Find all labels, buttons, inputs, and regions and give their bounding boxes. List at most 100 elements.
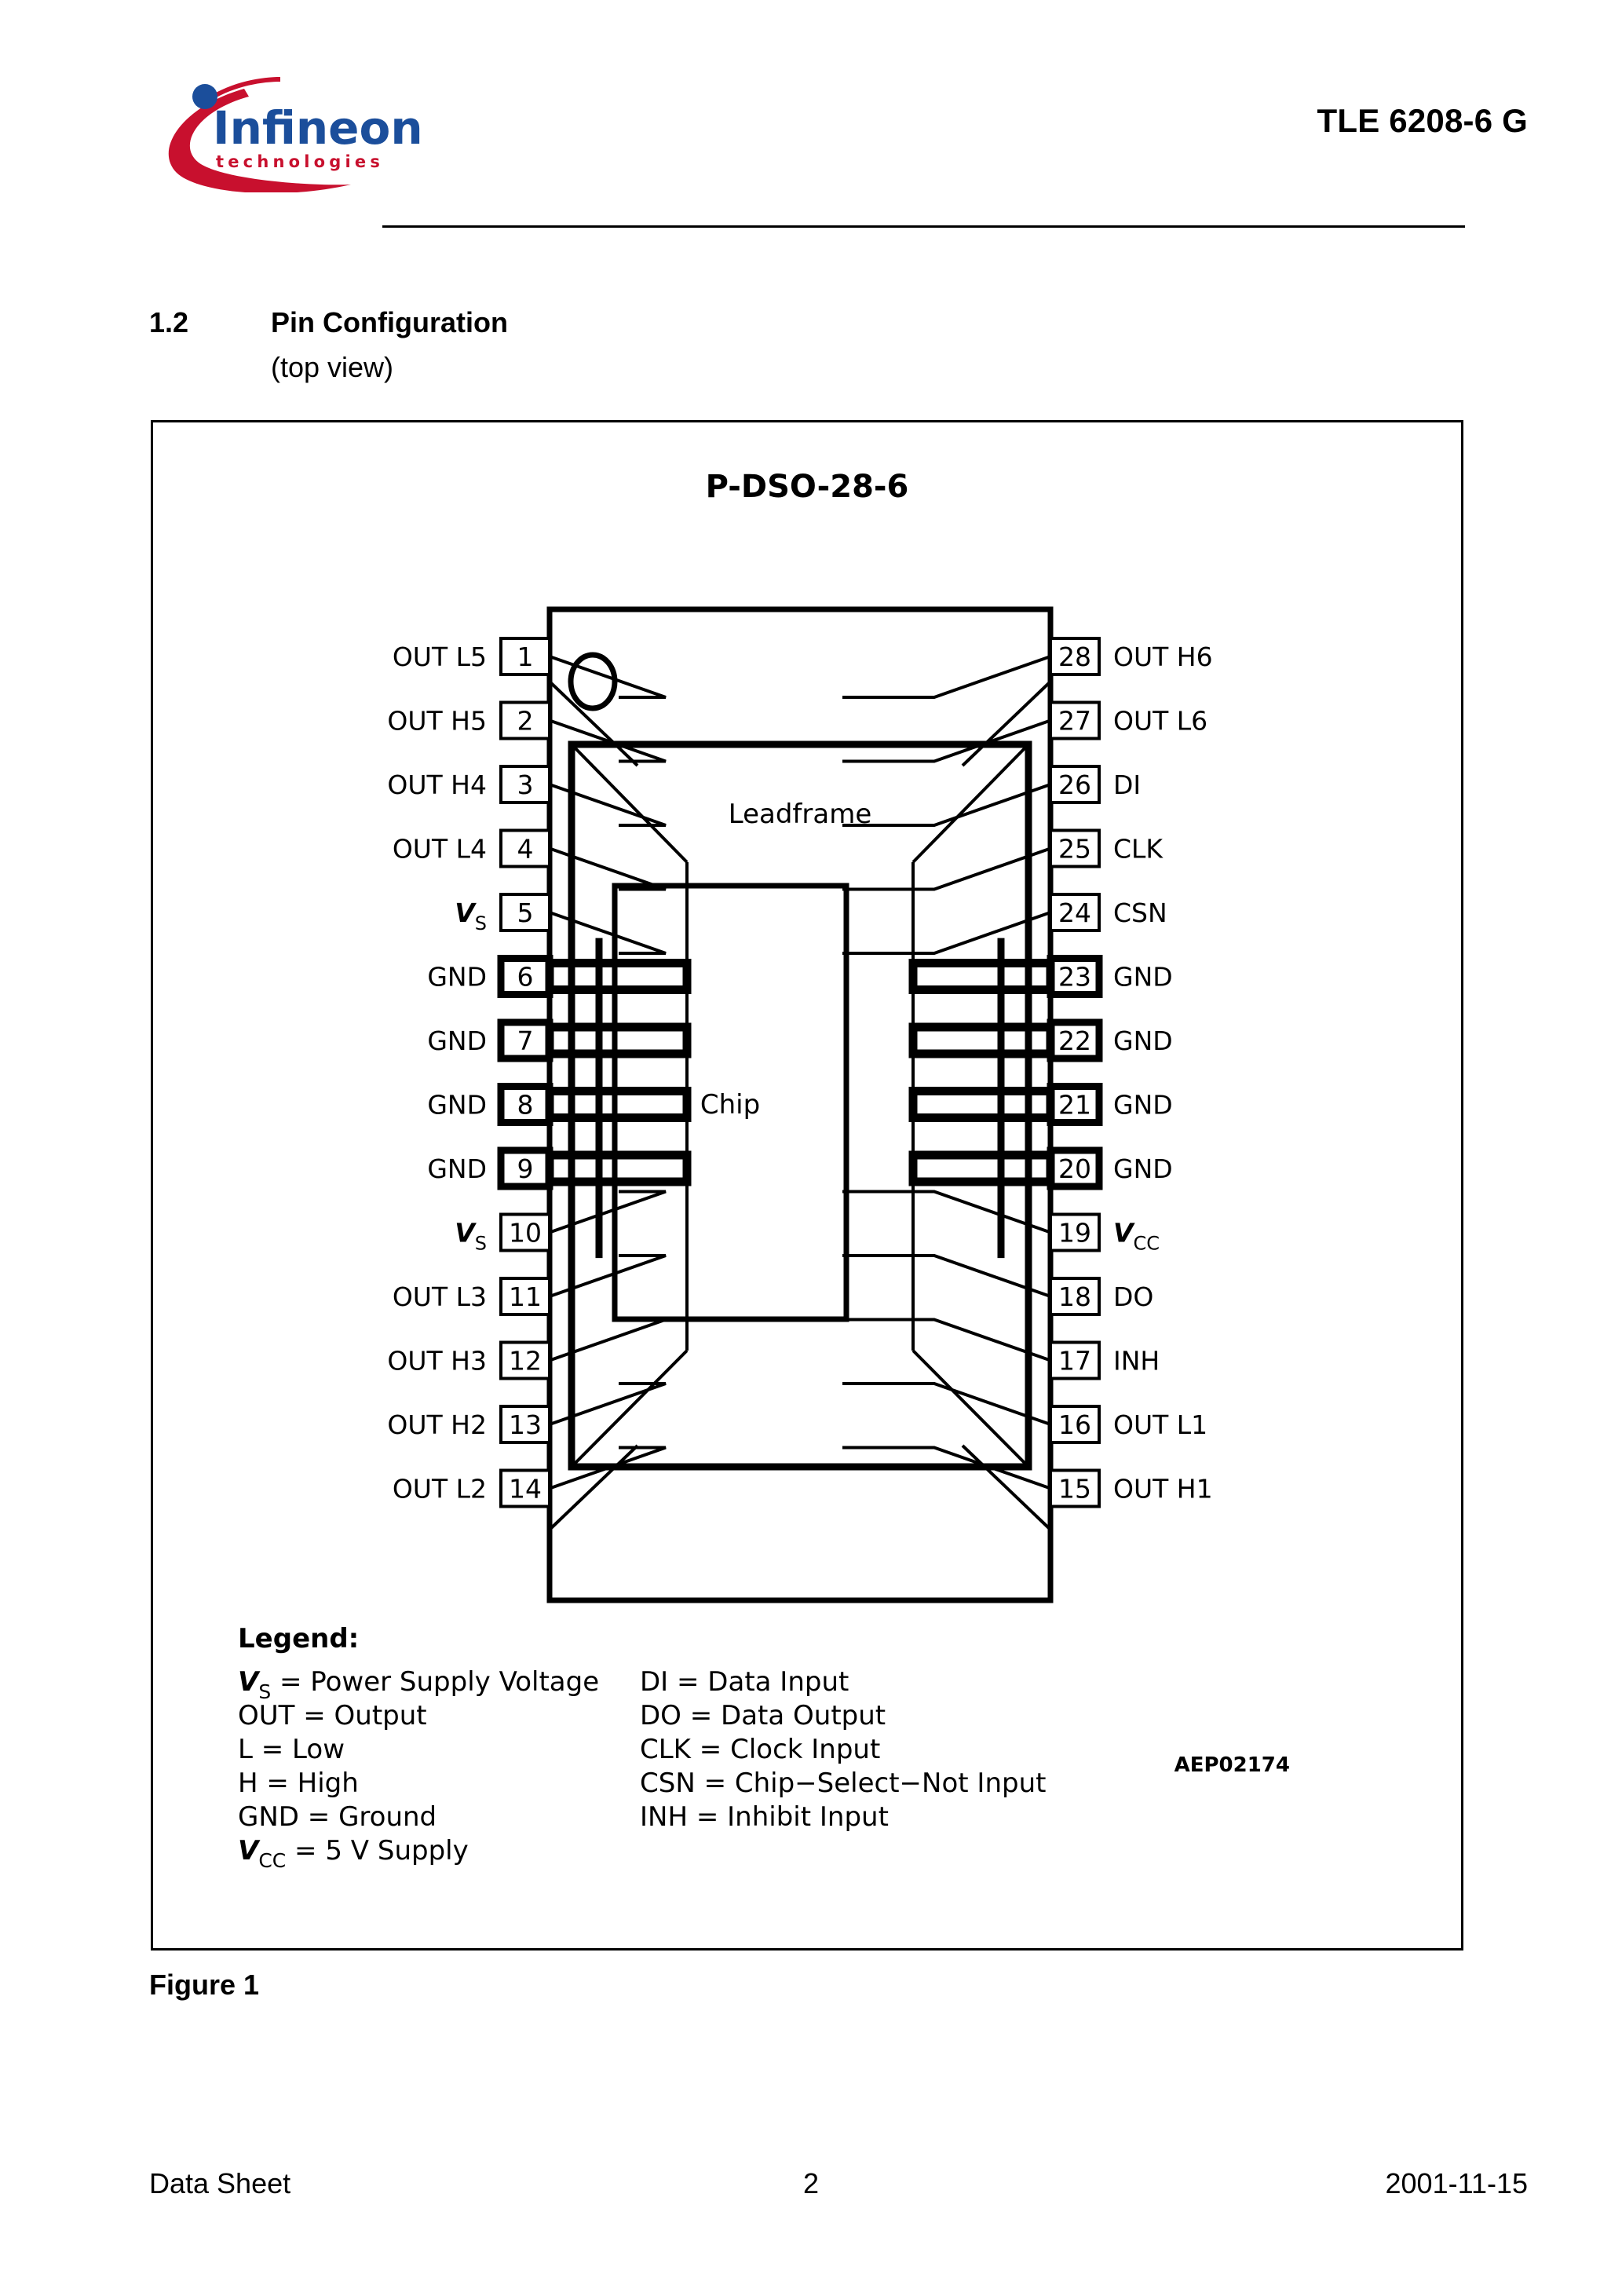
lead-trace <box>842 1254 1051 1298</box>
lead-trace <box>842 1318 1051 1362</box>
gnd-bus-bar <box>545 959 692 994</box>
legend-item-csn: CSN = Chip−Select−Not Input <box>640 1768 1046 1799</box>
pin-label-11: OUT L3 <box>393 1281 487 1312</box>
gnd-bus-bar <box>545 1022 692 1058</box>
pin-label-6: GND <box>427 962 487 993</box>
logo-wordmark: Infineon <box>213 101 423 155</box>
pin-number-box-2 <box>499 700 551 740</box>
pin-row-left: 7 GND <box>427 1018 692 1062</box>
legend-item-gnd: GND = Ground <box>238 1801 437 1833</box>
pin-label-27: OUT L6 <box>1113 706 1207 737</box>
header-divider <box>382 225 1465 228</box>
pin-label-2: OUT H5 <box>387 706 487 737</box>
pin-number-4: 4 <box>517 834 534 865</box>
section-subtitle: (top view) <box>271 351 394 383</box>
gnd-bus-bar <box>908 959 1055 994</box>
pin-number-19: 19 <box>1058 1218 1091 1249</box>
pin-number-26: 26 <box>1058 770 1091 800</box>
pin-label-26: DI <box>1113 770 1141 800</box>
legend-item-inh: INH = Inhibit Input <box>640 1801 889 1833</box>
pin-label-16: OUT L1 <box>1113 1409 1207 1440</box>
lead-trace <box>842 1446 1051 1490</box>
pin-label-12: OUT H3 <box>387 1346 487 1377</box>
leadframe-outline <box>568 740 1032 1471</box>
footer-date: 2001-11-15 <box>1385 2167 1528 2199</box>
lead-trace <box>549 655 667 699</box>
pin-label-23: GND <box>1113 962 1173 993</box>
pin-number-1: 1 <box>517 642 534 672</box>
legend-item-h: H = High <box>238 1768 359 1799</box>
pin-number-box-3 <box>499 765 551 804</box>
pin-label-25: CLK <box>1113 834 1164 865</box>
pin-number-11: 11 <box>509 1281 542 1312</box>
gnd-bus-bar <box>908 1087 1055 1122</box>
gnd-bus-bar <box>545 1087 692 1122</box>
package-title: P-DSO-28-6 <box>706 469 909 505</box>
pin-number-box-24 <box>1049 893 1101 932</box>
logo-tagline: technologies <box>216 152 384 171</box>
gnd-bus-bar <box>908 1022 1055 1058</box>
lead-trace <box>549 1190 667 1234</box>
pin-number-box-9 <box>497 1146 553 1190</box>
lead-trace <box>549 718 667 763</box>
legend-item-out: OUT = Output <box>238 1700 427 1731</box>
pin-label-1: OUT L5 <box>393 642 487 672</box>
pin-number-box-16 <box>1049 1405 1101 1444</box>
pin-number-3: 3 <box>517 770 534 800</box>
pin-number-22: 22 <box>1058 1026 1091 1056</box>
pin-label-21: GND <box>1113 1090 1173 1121</box>
chip-label: Chip <box>700 1089 760 1121</box>
pin-number-box-27 <box>1049 700 1101 740</box>
package-body-outline <box>546 606 1054 1603</box>
pin-number-box-1 <box>499 637 551 676</box>
pin-number-27: 27 <box>1058 706 1091 737</box>
pin-label-15: OUT H1 <box>1113 1474 1213 1504</box>
lead-trace <box>549 911 667 955</box>
pin-number-10: 10 <box>509 1218 542 1249</box>
lead-trace <box>842 846 1051 891</box>
pin-label-5: VS <box>455 898 487 934</box>
chip-die-outline <box>612 883 849 1322</box>
pin-number-18: 18 <box>1058 1281 1091 1312</box>
pin-number-2: 2 <box>517 706 534 737</box>
pin-number-box-28 <box>1049 637 1101 676</box>
pin-number-20: 20 <box>1058 1153 1091 1184</box>
pin-number-7: 7 <box>517 1026 534 1056</box>
pin-number-13: 13 <box>509 1409 542 1440</box>
legend-item-clk: CLK = Clock Input <box>640 1734 880 1765</box>
pin-label-18: DO <box>1113 1281 1153 1312</box>
pin-label-9: GND <box>427 1153 487 1184</box>
lead-trace <box>842 718 1051 763</box>
pin-label-7: GND <box>427 1026 487 1056</box>
lead-trace <box>549 1318 667 1362</box>
drawing-reference: AEP02174 <box>1174 1753 1290 1777</box>
legend-item-vs: VS = Power Supply Voltage <box>238 1666 599 1703</box>
lead-trace <box>549 846 667 891</box>
pin-row-left: 2 OUT H5 <box>387 700 667 763</box>
pin-number-5: 5 <box>517 898 534 928</box>
pin-number-21: 21 <box>1058 1090 1091 1121</box>
footer-page-number: 2 <box>802 2167 820 2199</box>
pin-row-left: 5 VS <box>455 893 667 955</box>
pin-row-right: 26 DI <box>842 765 1141 827</box>
pin-label-22: GND <box>1113 1026 1173 1056</box>
pin-number-14: 14 <box>509 1474 542 1504</box>
pin-number-24: 24 <box>1058 898 1091 928</box>
